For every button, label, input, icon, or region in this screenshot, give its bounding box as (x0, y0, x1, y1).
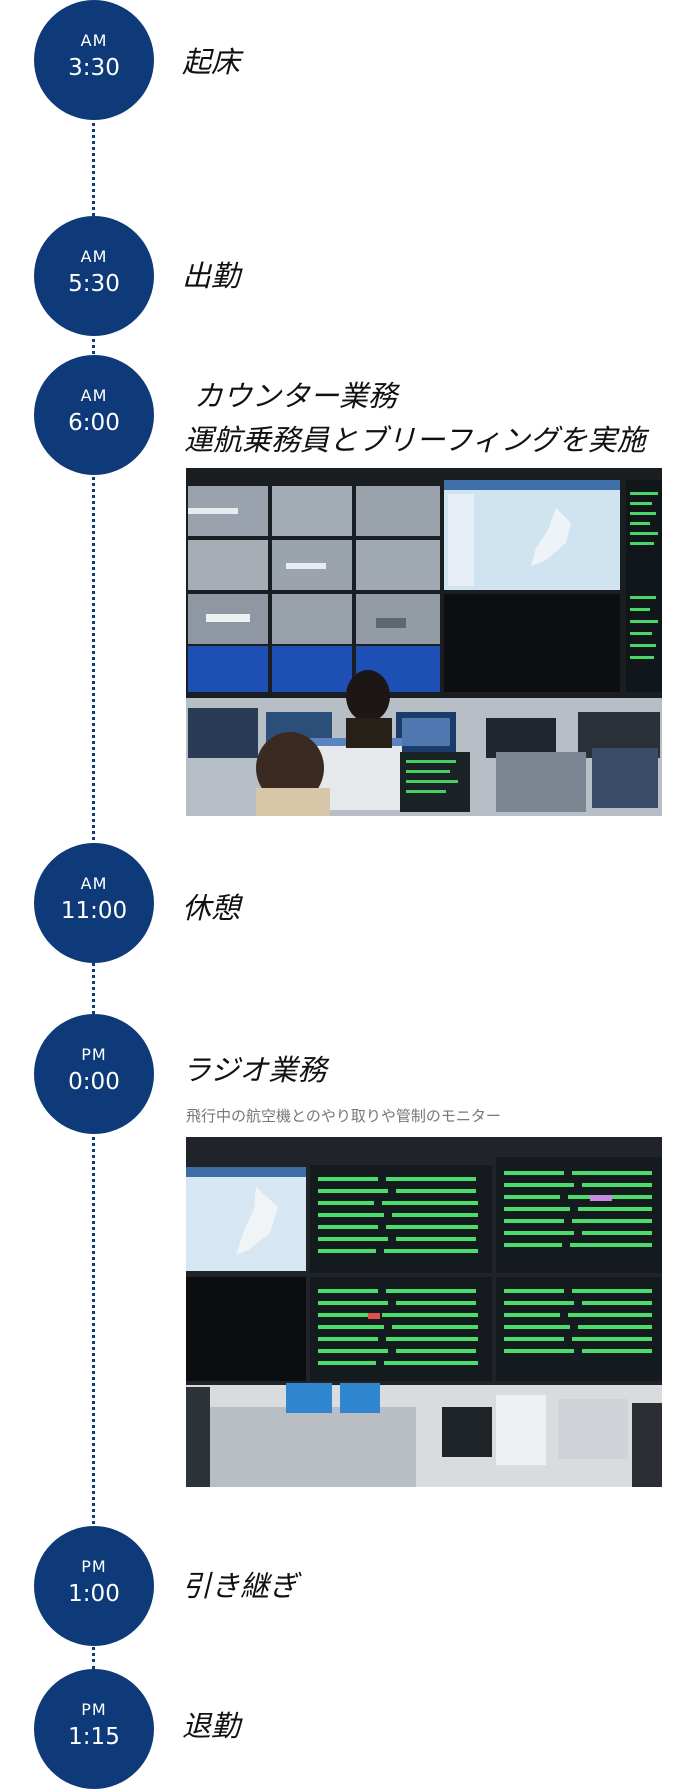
photo-operations-control-room (186, 468, 662, 816)
time-badge-0000: PM 0:00 (34, 1014, 154, 1134)
time-period: AM (80, 386, 108, 405)
event-title-go-to-work: 出勤 (182, 259, 241, 293)
time-period: AM (80, 31, 108, 50)
time-clock: 5:30 (68, 271, 120, 297)
event-title-leave-work: 退勤 (182, 1709, 241, 1743)
event-title-handover: 引き継ぎ (182, 1569, 299, 1603)
time-clock: 1:15 (68, 1724, 120, 1750)
event-title-break: 休憩 (182, 891, 241, 925)
time-badge-0330: AM 3:30 (34, 0, 154, 120)
time-period: AM (80, 874, 108, 893)
time-clock: 11:00 (60, 898, 128, 924)
event-title-counter-work: カウンター業務 (194, 379, 398, 413)
time-badge-0530: AM 5:30 (34, 216, 154, 336)
time-period: PM (81, 1045, 107, 1064)
time-period: PM (81, 1557, 107, 1576)
photo-flight-monitoring-board (186, 1137, 662, 1487)
time-clock: 0:00 (68, 1069, 120, 1095)
time-badge-0115: PM 1:15 (34, 1669, 154, 1789)
time-badge-0100: PM 1:00 (34, 1526, 154, 1646)
time-period: AM (80, 247, 108, 266)
event-title-wake-up: 起床 (182, 45, 241, 79)
time-period: PM (81, 1700, 107, 1719)
time-clock: 3:30 (68, 55, 120, 81)
event-subtitle-briefing: 運航乗務員とブリーフィングを実施 (184, 423, 646, 457)
time-clock: 6:00 (68, 410, 120, 436)
event-title-radio-work: ラジオ業務 (182, 1053, 327, 1087)
time-badge-1100: AM 11:00 (34, 843, 154, 963)
time-clock: 1:00 (68, 1581, 120, 1607)
event-description-radio-work: 飛行中の航空機とのやり取りや管制のモニター (186, 1107, 501, 1125)
time-badge-0600: AM 6:00 (34, 355, 154, 475)
